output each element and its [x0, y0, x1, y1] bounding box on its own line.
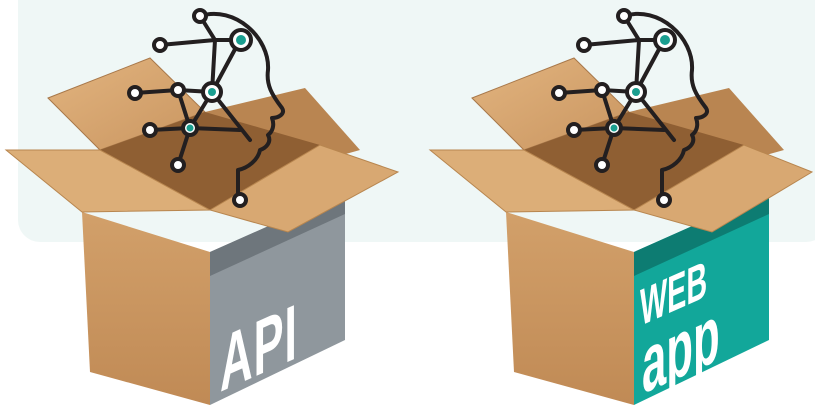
network-node — [656, 192, 672, 208]
network-node — [170, 157, 186, 173]
front-right-flap — [208, 144, 400, 233]
network-node — [566, 122, 582, 138]
api-box: API — [4, 57, 400, 408]
ai-head-network-icon — [551, 8, 709, 208]
box-interior — [100, 112, 320, 210]
network-node — [594, 157, 610, 173]
network-node — [594, 82, 610, 98]
box-interior — [524, 112, 744, 210]
front-right-flap — [632, 144, 814, 233]
box-front-face — [506, 212, 634, 405]
network-node — [152, 37, 168, 53]
ai-head-network-icon — [127, 8, 285, 208]
webapp-box: WEB app — [428, 57, 814, 408]
network-node — [192, 8, 208, 24]
network-node — [616, 8, 632, 24]
box-front-face — [82, 212, 210, 405]
network-node — [142, 122, 158, 138]
network-node — [551, 85, 567, 101]
network-node — [170, 82, 186, 98]
network-node — [232, 192, 248, 208]
network-node — [127, 85, 143, 101]
network-node — [576, 37, 592, 53]
